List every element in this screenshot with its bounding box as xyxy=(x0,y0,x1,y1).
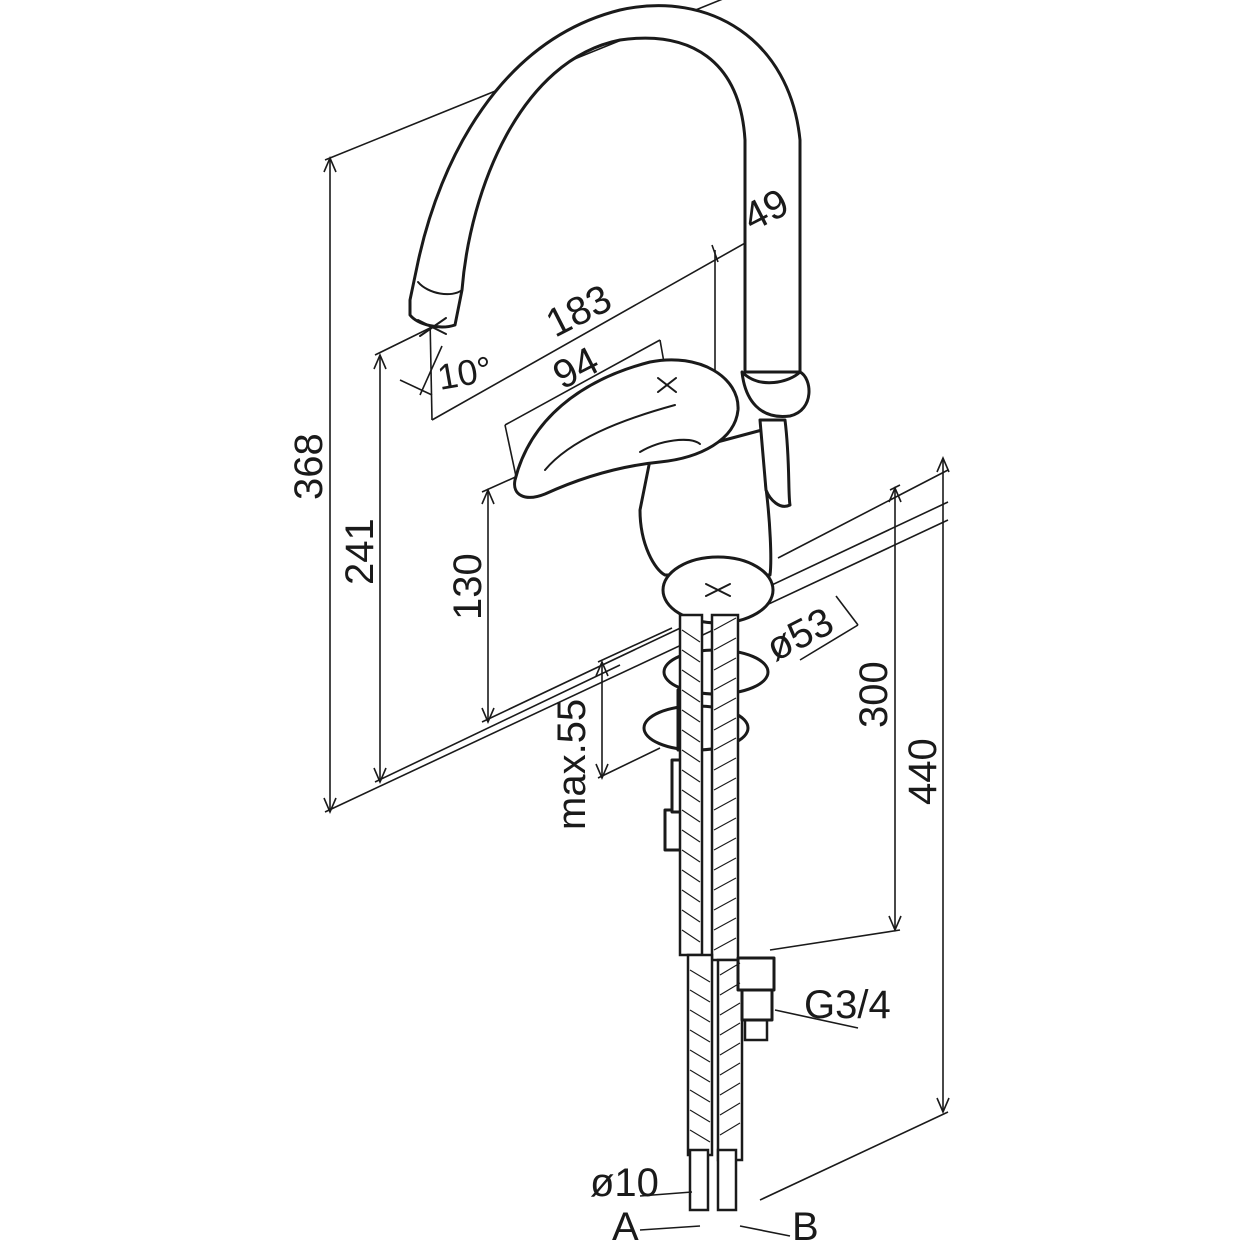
label-outlet-height: 241 xyxy=(338,518,382,585)
label-connection-a: A xyxy=(612,1205,639,1240)
leader-lines xyxy=(639,1009,859,1237)
hoses xyxy=(678,613,776,1212)
dimension-labels: 368 241 130 max.55 183 94 49 10° ø53 300… xyxy=(287,181,945,1240)
label-thread: G3/4 xyxy=(804,983,891,1027)
vertical-dimensions xyxy=(323,155,950,1115)
label-spout-angle: 10° xyxy=(434,348,495,398)
extension-lines xyxy=(324,0,949,1201)
label-max-deck-thickness: max.55 xyxy=(550,699,594,830)
label-spout-reach: 183 xyxy=(539,277,618,347)
label-pipe-diameter: ø10 xyxy=(590,1161,659,1205)
label-overall-height: 368 xyxy=(287,433,331,500)
lever-handle xyxy=(513,358,740,499)
label-connection-b: B xyxy=(792,1205,819,1240)
label-handle-height: 130 xyxy=(446,553,490,620)
faucet-body xyxy=(638,370,811,625)
label-hose-length-long: 440 xyxy=(901,738,945,805)
label-base-diameter: ø53 xyxy=(759,600,840,671)
spout xyxy=(408,4,802,374)
mounting-hardware xyxy=(642,648,770,852)
label-hose-length-short: 300 xyxy=(852,661,896,728)
